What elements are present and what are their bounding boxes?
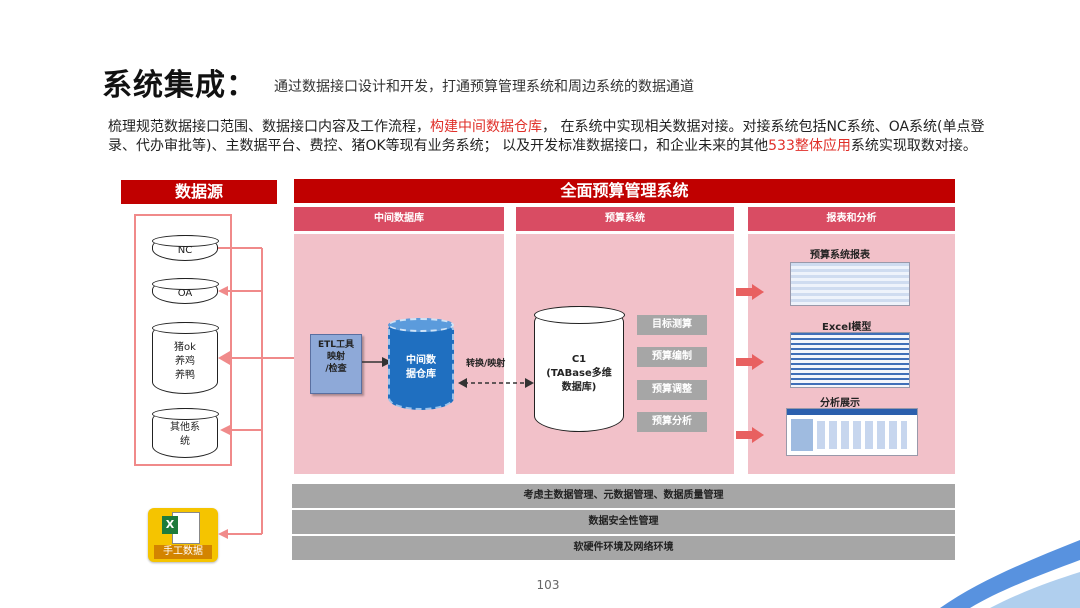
op-budget-adjustment: 预算调整 bbox=[637, 380, 707, 400]
transform-arrow bbox=[458, 378, 534, 388]
etl-to-db-arrow bbox=[362, 357, 392, 367]
source-db-oa-label: OA bbox=[177, 288, 193, 299]
source-db-business: 猪ok 养鸡 养鸭 bbox=[151, 321, 219, 394]
source-box bbox=[134, 214, 232, 466]
source-db-other-label: 其他系 统 bbox=[170, 422, 200, 447]
source-db-nc: NC bbox=[151, 234, 219, 261]
etl-tool-box: ETL工具 映射 /检查 bbox=[310, 334, 362, 394]
corner-swoosh-decoration bbox=[940, 540, 1080, 608]
arrow-to-reports-3 bbox=[736, 431, 752, 439]
bar-data-security: 数据安全性管理 bbox=[292, 510, 955, 534]
transform-label: 转换/映射 bbox=[466, 359, 506, 369]
page-title: 系统集成： bbox=[102, 68, 257, 103]
page-subtitle: 通过数据接口设计和开发，打通预算管理系统和周边系统的数据通道 bbox=[274, 79, 694, 95]
op-target-calculation: 目标测算 bbox=[637, 315, 707, 335]
source-db-other: 其他系 统 bbox=[151, 407, 219, 458]
report-title-excel: Excel模型 bbox=[822, 322, 872, 333]
middle-db-label: 中间数 据仓库 bbox=[406, 355, 436, 380]
budget-system-header: 全面预算管理系统 bbox=[294, 179, 955, 203]
column-header-middle-db: 中间数据库 bbox=[294, 207, 504, 231]
page-number: 103 bbox=[536, 578, 560, 592]
arrow-to-reports-2 bbox=[736, 358, 752, 366]
description-paragraph: 梳理规范数据接口范围、数据接口内容及工作流程，构建中间数据仓库， 在系统中实现相… bbox=[108, 118, 988, 156]
report-thumbnail-system bbox=[790, 262, 910, 306]
c1-cube-cylinder: C1 (TABase多维 数据库) bbox=[533, 305, 625, 432]
arrow-to-reports-1 bbox=[736, 288, 752, 296]
column-header-reports: 报表和分析 bbox=[748, 207, 955, 231]
source-db-nc-label: NC bbox=[177, 245, 193, 256]
description-text-2: ， 在系统中实现相关数据对接。对接系统包括NC系统、OA系统(单点登录、代办审批… bbox=[108, 119, 985, 154]
report-title-analysis: 分析展示 bbox=[820, 398, 860, 409]
manual-data-label: 手工数据 bbox=[154, 545, 212, 559]
c1-cube-label: C1 (TABase多维 数据库) bbox=[546, 354, 612, 393]
description-text-3: 系统实现取数对接。 bbox=[850, 138, 977, 154]
source-header: 数据源 bbox=[121, 180, 277, 204]
op-budget-compilation: 预算编制 bbox=[637, 347, 707, 367]
description-highlight-warehouse: 构建中间数据仓库 bbox=[430, 119, 542, 135]
description-highlight-533: 533整体应用 bbox=[768, 138, 851, 154]
report-thumbnail-analysis bbox=[786, 408, 918, 456]
bar-master-data-management: 考虑主数据管理、元数据管理、数据质量管理 bbox=[292, 484, 955, 508]
description-text-1: 梳理规范数据接口范围、数据接口内容及工作流程， bbox=[108, 119, 430, 135]
source-db-oa: OA bbox=[151, 277, 219, 304]
report-thumbnail-excel bbox=[790, 332, 910, 388]
bar-hardware-network: 软硬件环境及网络环境 bbox=[292, 536, 955, 560]
report-title-system: 预算系统报表 bbox=[810, 250, 870, 261]
op-budget-analysis: 预算分析 bbox=[637, 412, 707, 432]
arrow-to-reports-1-head bbox=[752, 284, 764, 300]
arrow-to-reports-3-head bbox=[752, 427, 764, 443]
middle-db-cylinder: 中间数 据仓库 bbox=[388, 318, 454, 410]
excel-icon: X 手工数据 bbox=[148, 508, 218, 562]
arrow-to-reports-2-head bbox=[752, 354, 764, 370]
column-header-budget-system: 预算系统 bbox=[516, 207, 734, 231]
source-db-business-label: 猪ok 养鸡 养鸭 bbox=[174, 342, 196, 381]
